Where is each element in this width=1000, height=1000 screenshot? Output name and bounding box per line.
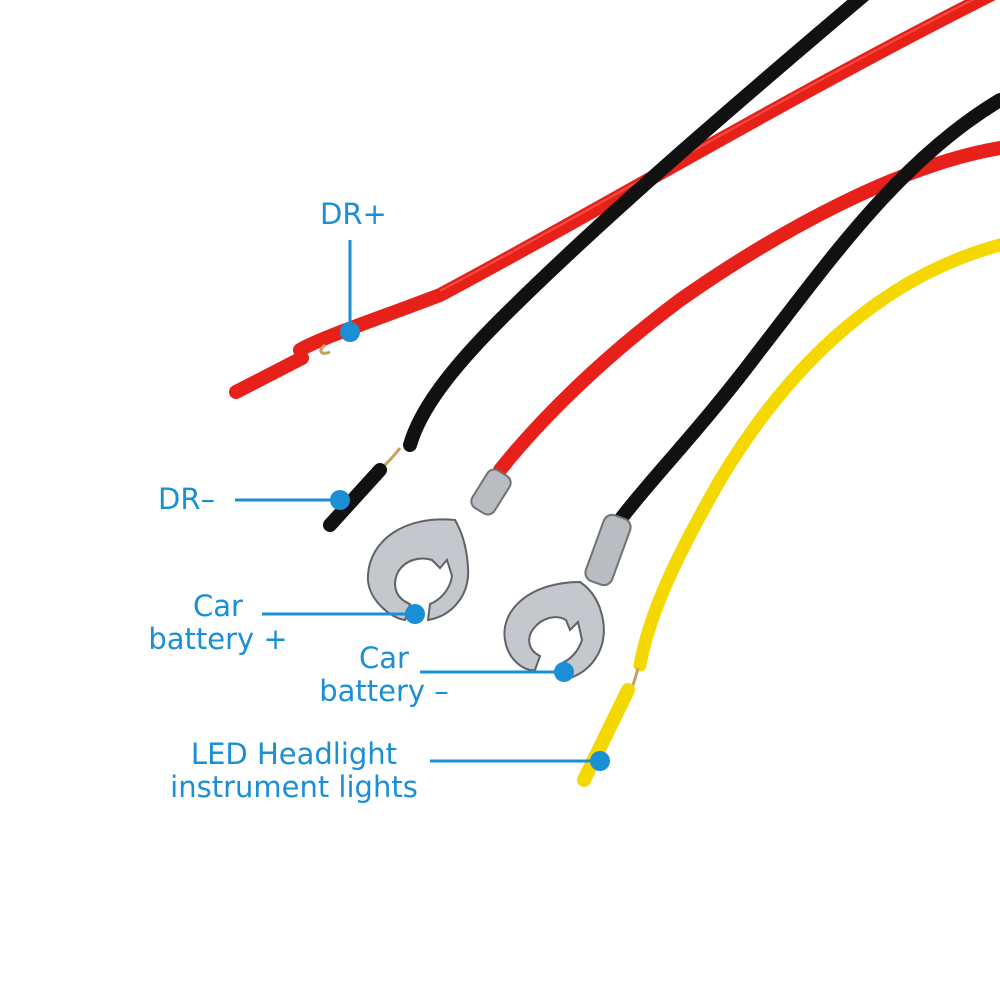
label-dr-plus: DR+ xyxy=(320,197,387,231)
label-led-headlight-line2: instrument lights xyxy=(170,770,418,804)
copper-strand-dr-plus xyxy=(319,343,331,355)
wire-red-battery-plus xyxy=(493,141,1000,477)
label-led-headlight-line1: LED Headlight xyxy=(190,737,398,771)
wire-red-dr-plus-stub xyxy=(229,351,309,399)
leader-car-battery-minus xyxy=(420,662,574,682)
leader-led-headlight xyxy=(430,751,610,771)
wire-black-battery-minus xyxy=(613,93,1000,527)
label-car-battery-plus-line1: Car xyxy=(193,589,243,623)
leader-car-battery-plus xyxy=(262,604,425,624)
label-car-battery-minus: Car battery – xyxy=(314,642,454,708)
copper-strand-dr-minus xyxy=(382,447,402,468)
fork-terminal-battery-plus xyxy=(366,468,512,622)
label-car-battery-minus-line2: battery – xyxy=(319,674,449,708)
label-led-headlight: LED Headlight instrument lights xyxy=(166,738,422,804)
leader-dr-plus xyxy=(340,240,360,342)
label-car-battery-plus: Car battery + xyxy=(148,590,288,656)
wire-black-dr-minus-stub xyxy=(323,463,387,532)
wire-black-dr-minus xyxy=(403,0,870,452)
wire-red-dr-plus-highlight xyxy=(439,0,975,292)
fork-terminal-battery-minus xyxy=(503,513,632,682)
copper-strand-led xyxy=(630,667,640,689)
label-dr-minus: DR– xyxy=(158,482,215,516)
wire-yellow-led xyxy=(633,238,1000,672)
label-car-battery-plus-line2: battery + xyxy=(148,622,288,656)
label-car-battery-minus-line1: Car xyxy=(359,641,409,675)
leader-dr-minus xyxy=(235,490,350,510)
